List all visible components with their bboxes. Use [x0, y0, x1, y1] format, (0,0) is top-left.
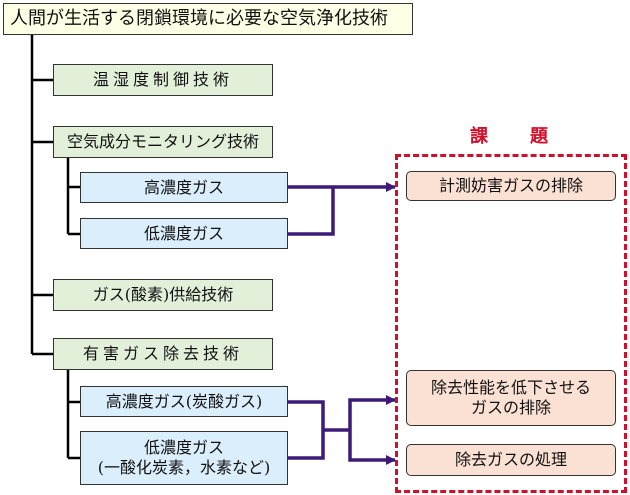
issue-remove-performance-degrading-gas: 除去性能を低下させる ガスの排除	[406, 370, 616, 426]
arrow-to-issue-2	[348, 395, 396, 430]
removal-low-line-1: 低濃度ガス	[143, 438, 224, 457]
issues-heading: 課 題	[470, 126, 560, 147]
climate-control-box: 温湿度制御技術	[53, 64, 273, 96]
issues-frame	[395, 154, 627, 493]
issue-2-line-2: ガスの排除	[470, 398, 551, 417]
issue-remove-interfering-gas: 計測妨害ガスの排除	[406, 171, 616, 201]
removal-high-concentration-box: 高濃度ガス(炭酸ガス)	[80, 386, 288, 417]
removal-low-concentration-box: 低濃度ガス (一酸化炭素，水素など)	[80, 431, 288, 485]
monitor-low-concentration-box: 低濃度ガス	[80, 218, 288, 249]
arrow-removal-high	[288, 400, 325, 460]
air-monitoring-box: 空気成分モニタリング技術	[53, 126, 273, 158]
issue-removed-gas-treatment: 除去ガスの処理	[406, 444, 616, 476]
arrow-to-issue-3	[348, 430, 396, 465]
arrow-monitor-low-join	[288, 187, 335, 236]
removal-low-line-2: (一酸化炭素，水素など)	[97, 458, 271, 477]
diagram-title-box: 人間が生活する閉鎖環境に必要な空気浄化技術	[3, 3, 413, 35]
issue-2-line-1: 除去性能を低下させる	[430, 378, 591, 397]
gas-supply-box: ガス(酸素)供給技術	[53, 279, 273, 311]
monitor-high-concentration-box: 高濃度ガス	[80, 172, 288, 203]
harmful-gas-removal-box: 有害ガス除去技術	[53, 338, 273, 370]
